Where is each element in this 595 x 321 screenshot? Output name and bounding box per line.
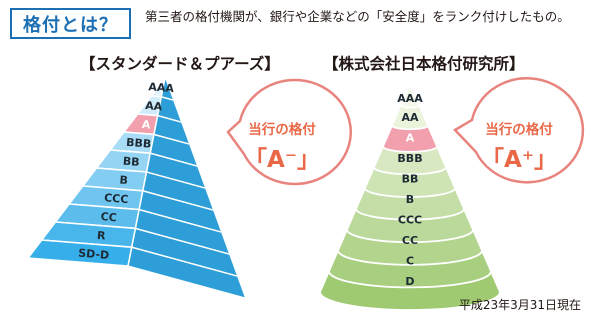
sp-tier-label: AA [145,99,163,113]
jcr-title: 【株式会社日本格付研究所】 [323,55,525,73]
jcr-tier-label: BBB [397,152,422,165]
sp-tier-label: CC [100,210,117,224]
rating-description: 第三者の格付機関が、銀行や企業などの「安全度」をランク付けしたもの。 [145,9,570,24]
sp-tier-label: R [96,229,106,243]
sp-tier-label: A [141,118,151,132]
rating-badge: 格付とは？ [10,8,131,39]
jcr-tier-label: A [406,131,415,144]
jcr-tier-label: B [406,193,414,206]
sp-tier-label: SD-D [78,246,110,261]
sp-tier-label: BB [122,155,140,169]
jcr-tier-label: CCC [398,214,422,227]
jcr-callout: 当行の格付 「A⁺」 [453,77,585,184]
jcr-callout-rating: 「A⁺」 [481,147,557,173]
jcr-tier-label: BB [402,173,419,186]
sp-tier [26,239,133,267]
sp-tier-label: BBB [126,136,152,151]
sp-callout-rating: 「A⁻」 [244,147,320,173]
sp-tier-label: B [119,173,128,187]
jcr-callout-label: 当行の格付 [485,121,553,138]
jcr-tier-label: D [405,275,414,288]
jcr-tier-label: AAA [397,92,423,105]
sp-tier-label: AAA [148,80,175,95]
sp-tier-label: CCC [104,191,129,206]
sp-title: 【スタンダード＆プアーズ】 [80,55,280,73]
jcr-tier [400,81,420,109]
sp-tier [122,113,159,136]
jcr-tier-label: AA [401,111,419,124]
jcr-tier-label: C [406,255,414,268]
sp-callout-label: 当行の格付 [248,121,316,138]
as-of-date: 平成23年3月31日現在 [458,298,581,312]
sp-callout: 当行の格付 「A⁻」 [226,78,352,186]
jcr-tier-label: CC [402,234,418,247]
